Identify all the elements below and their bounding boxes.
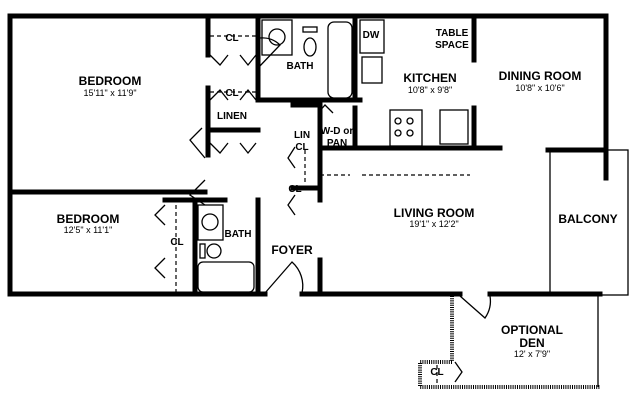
den-walls [418, 296, 600, 389]
dw-label: DW [363, 30, 380, 41]
toilet-2 [206, 243, 222, 259]
bath1-label: BATH [286, 61, 313, 72]
sink-kitchen [361, 56, 383, 84]
table-space-label: TABLE [436, 28, 469, 39]
dining-label: DINING ROOM [499, 69, 582, 83]
bathtub-2 [197, 261, 255, 293]
den-label: DEN [519, 336, 544, 350]
bath-door [257, 37, 281, 69]
refrigerator [439, 109, 469, 145]
bath2-label: BATH [224, 229, 251, 240]
toilet-tank-2 [199, 243, 206, 259]
lin-cl-label: LIN [294, 130, 310, 141]
foyer-label: FOYER [271, 243, 313, 257]
sink-basin [268, 28, 286, 46]
toilet-tank [302, 26, 318, 33]
den-dims: 12' x 7'9" [514, 349, 550, 359]
linen-label: LINEN [217, 111, 247, 122]
lin-cl-label: CL [295, 142, 308, 153]
table-space-label: SPACE [435, 40, 469, 51]
kitchen-dims: 10'8" x 9'8" [408, 85, 452, 95]
dishwasher [359, 19, 385, 54]
closet-label: CL [170, 237, 183, 248]
bedroom2-label: BEDROOM [57, 212, 120, 226]
bedroom2-door [188, 179, 206, 206]
doors [154, 37, 492, 383]
balcony-outline [549, 149, 629, 296]
closet-label: CL [225, 33, 238, 44]
living-room-dims: 19'1" x 12'2" [409, 219, 458, 229]
entry-door [264, 261, 304, 294]
bedroom1-label: BEDROOM [79, 74, 142, 88]
closet-label: CL [430, 367, 443, 378]
kitchen-label: KITCHEN [403, 71, 456, 85]
sink-2 [197, 204, 224, 241]
bedroom2-dims: 12'5" x 11'1" [64, 225, 113, 235]
den-door [459, 295, 492, 319]
closet-label: CL [225, 88, 238, 99]
fixtures [197, 19, 469, 293]
bathtub [327, 21, 353, 99]
bedroom-door [189, 127, 206, 159]
stove [389, 109, 423, 147]
wd-pan-label: W-D or [321, 126, 354, 137]
toilet [303, 37, 317, 57]
bedroom1-dims: 15'11" x 11'9" [83, 88, 136, 98]
living-room-label: LIVING ROOM [394, 206, 475, 220]
walls [7, 13, 609, 297]
balcony-label: BALCONY [558, 212, 617, 226]
dining-dims: 10'8" x 10'6" [515, 83, 564, 93]
den-label: OPTIONAL [501, 323, 563, 337]
closet-label: CL [288, 184, 301, 195]
closet-doors [209, 54, 257, 67]
wd-pan-label: PAN [327, 138, 347, 149]
